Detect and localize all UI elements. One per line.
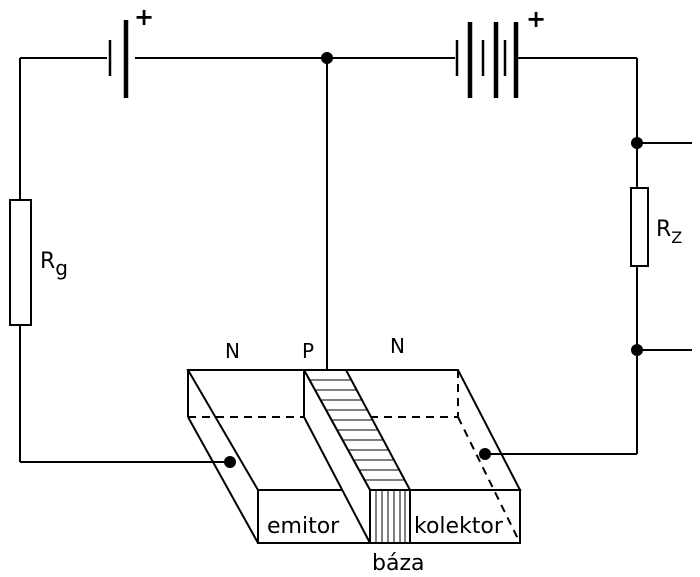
junction-dot-output-bottom bbox=[631, 344, 643, 356]
battery-right-plus-sign: + bbox=[526, 5, 546, 33]
resistor-rz-label: RZ bbox=[656, 217, 682, 247]
resistor-rg-subscript: g bbox=[55, 256, 68, 280]
base-region-front bbox=[369, 489, 411, 544]
resistor-rg-letter: R bbox=[40, 249, 55, 274]
junction-dot-output-top bbox=[631, 137, 643, 149]
junction-dot-top bbox=[321, 52, 333, 64]
battery-left-plus-sign: + bbox=[134, 3, 154, 31]
block-hidden-right-bottom-edge bbox=[457, 416, 521, 544]
emitor-label: emitor bbox=[267, 514, 340, 539]
resistor-rz-subscript: Z bbox=[671, 228, 682, 247]
resistor-rz bbox=[630, 187, 649, 267]
battery-left bbox=[108, 20, 129, 98]
circuit-wires bbox=[19, 57, 692, 463]
region-n-right-label: N bbox=[390, 334, 405, 358]
baza-label: báza bbox=[372, 551, 424, 576]
region-n-left-label: N bbox=[225, 339, 240, 363]
base-region-hatching bbox=[309, 379, 404, 481]
resistor-rg-label: Rg bbox=[40, 249, 68, 280]
collector-contact-dot bbox=[479, 448, 491, 460]
transistor-block bbox=[186, 369, 522, 544]
region-p-label: P bbox=[302, 339, 314, 363]
resistor-rz-letter: R bbox=[656, 217, 671, 242]
battery-right bbox=[455, 22, 519, 98]
base-front-hatching bbox=[375, 490, 406, 543]
emitter-contact-dot bbox=[224, 456, 236, 468]
resistor-rg bbox=[9, 199, 32, 326]
kolektor-label: kolektor bbox=[414, 514, 504, 539]
block-left-bottom-edge bbox=[187, 416, 259, 544]
